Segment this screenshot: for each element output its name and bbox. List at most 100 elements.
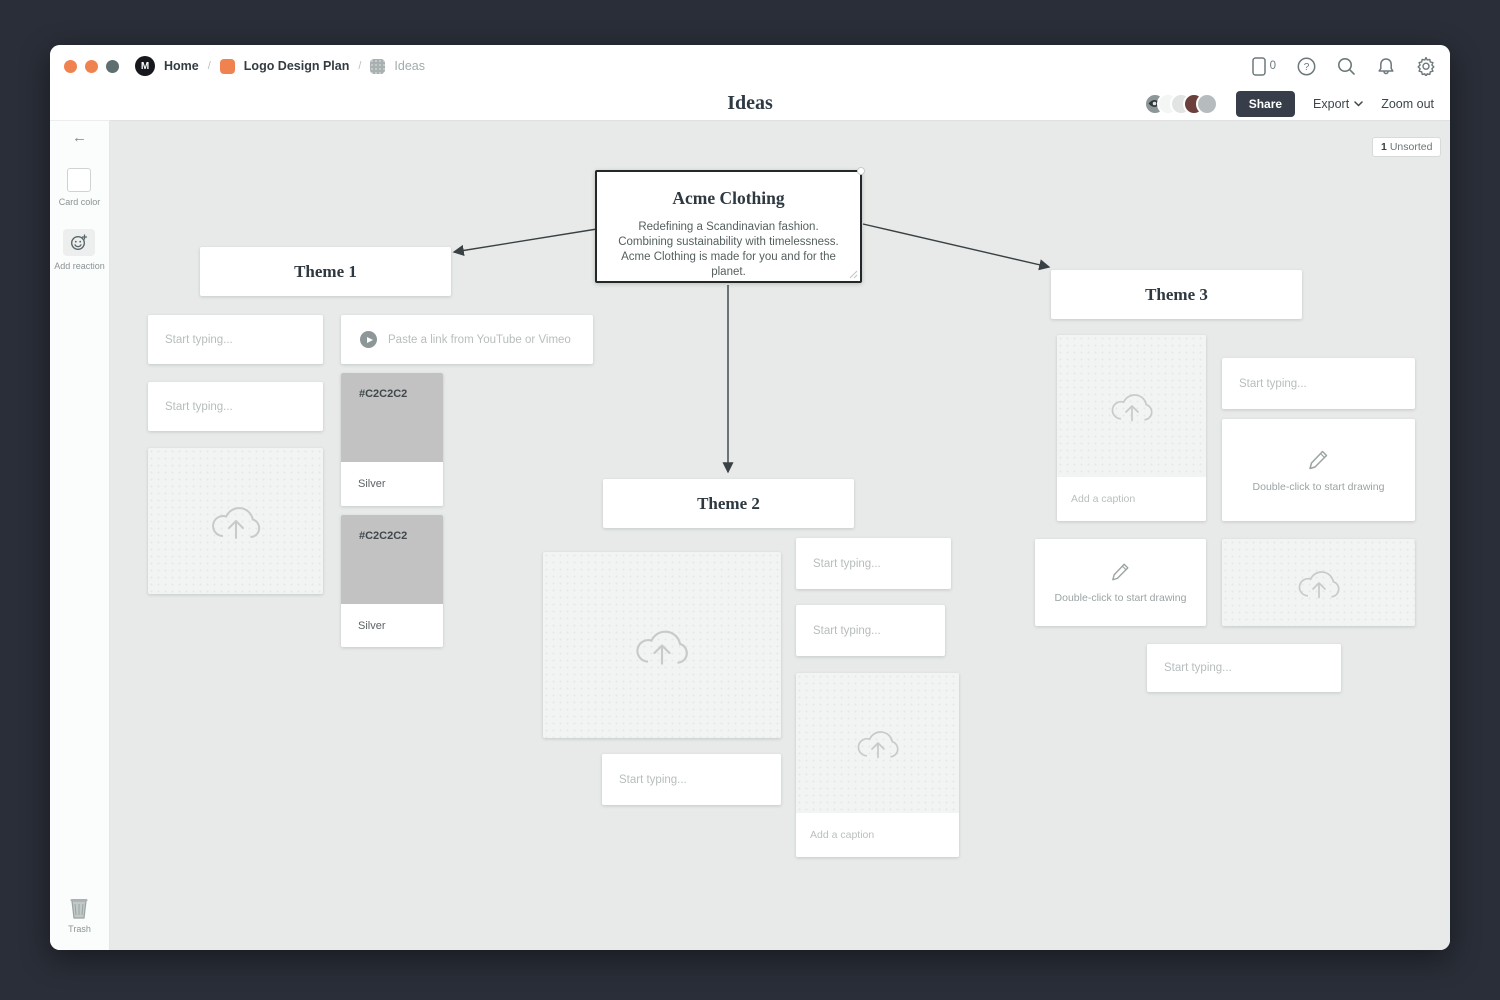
pencil-icon bbox=[1111, 563, 1128, 581]
cloud-upload-icon bbox=[1298, 570, 1340, 598]
connector-handle[interactable] bbox=[857, 167, 865, 175]
cloud-upload-icon bbox=[857, 731, 899, 759]
paste-link-placeholder: Paste a link from YouTube or Vimeo bbox=[388, 333, 571, 346]
image-upload-card[interactable] bbox=[148, 448, 323, 594]
draw-placeholder: Double-click to start drawing bbox=[1054, 592, 1187, 604]
notifications-button[interactable] bbox=[1377, 57, 1395, 76]
image-upload-card[interactable] bbox=[543, 552, 781, 738]
add-reaction-label: Add reaction bbox=[54, 261, 105, 271]
top-bar: M Home / Logo Design Plan / Ideas 0 ? bbox=[50, 45, 1450, 87]
text-card-empty[interactable]: Start typing... bbox=[1147, 644, 1341, 692]
note-title: Acme Clothing bbox=[672, 188, 785, 208]
back-button[interactable]: ← bbox=[72, 129, 87, 146]
unsorted-label: Unsorted bbox=[1389, 141, 1433, 153]
card-color-tool[interactable]: Card color bbox=[58, 168, 101, 207]
breadcrumb-current: Ideas bbox=[394, 59, 426, 73]
swatch-color-area: #C2C2C2 bbox=[341, 373, 443, 462]
milanote-logo-icon[interactable]: M bbox=[135, 56, 155, 76]
window-controls bbox=[64, 59, 119, 73]
text-card-empty[interactable]: Start typing... bbox=[796, 538, 951, 589]
add-reaction-tool[interactable]: Add reaction bbox=[54, 229, 105, 271]
upload-area[interactable] bbox=[796, 673, 959, 813]
board-toolbar: Ideas Share Export Zoom out bbox=[50, 87, 1450, 120]
note-card-acme-clothing[interactable]: Acme Clothing Redefining a Scandinavian … bbox=[595, 167, 865, 283]
note-card-theme-1[interactable]: Theme 1 bbox=[200, 247, 451, 296]
image-upload-card[interactable] bbox=[1222, 539, 1415, 626]
help-button[interactable]: ? bbox=[1297, 57, 1316, 76]
breadcrumb-home[interactable]: Home bbox=[164, 59, 199, 73]
card-color-swatch[interactable] bbox=[67, 168, 92, 192]
drawing-card[interactable]: Double-click to start drawing bbox=[1222, 419, 1415, 521]
add-reaction-button[interactable] bbox=[63, 229, 96, 256]
image-upload-card-with-caption[interactable]: Add a caption bbox=[1057, 335, 1206, 521]
help-icon: ? bbox=[1297, 57, 1316, 75]
gear-icon bbox=[1417, 56, 1435, 76]
caption-input[interactable]: Add a caption bbox=[1057, 477, 1206, 521]
chevron-down-icon bbox=[1354, 100, 1363, 107]
share-button[interactable]: Share bbox=[1235, 90, 1296, 117]
text-card-empty[interactable]: Start typing... bbox=[1222, 358, 1415, 409]
theme-title: Theme 3 bbox=[1145, 284, 1208, 304]
page-title: Ideas bbox=[727, 92, 773, 114]
window-control-maximize[interactable] bbox=[106, 59, 119, 73]
window-control-minimize[interactable] bbox=[85, 59, 98, 73]
avatar[interactable] bbox=[1195, 92, 1218, 115]
text-card-empty[interactable]: Start typing... bbox=[796, 605, 945, 656]
theme-title: Theme 2 bbox=[697, 493, 760, 513]
note-card-theme-3[interactable]: Theme 3 bbox=[1051, 270, 1302, 319]
theme-title: Theme 1 bbox=[294, 261, 357, 281]
zoom-out-button[interactable]: Zoom out bbox=[1381, 97, 1434, 111]
breadcrumb: M Home / Logo Design Plan / Ideas bbox=[135, 56, 425, 76]
text-card-empty[interactable]: Start typing... bbox=[148, 315, 323, 364]
swatch-color-area: #C2C2C2 bbox=[341, 515, 443, 604]
swatch-name: Silver bbox=[341, 462, 443, 506]
svg-text:?: ? bbox=[1304, 62, 1310, 73]
add-caption-placeholder: Add a caption bbox=[810, 829, 875, 841]
start-typing-placeholder: Start typing... bbox=[619, 773, 687, 786]
text-card-empty[interactable]: Start typing... bbox=[148, 382, 323, 431]
start-typing-placeholder: Start typing... bbox=[165, 333, 233, 346]
draw-placeholder: Double-click to start drawing bbox=[1252, 480, 1385, 493]
card-color-label: Card color bbox=[58, 197, 101, 207]
trash-label: Trash bbox=[68, 924, 91, 934]
drawing-card[interactable]: Double-click to start drawing bbox=[1035, 539, 1206, 626]
zoom-out-label: Zoom out bbox=[1381, 96, 1434, 111]
upload-area[interactable] bbox=[1057, 335, 1206, 477]
start-typing-placeholder: Start typing... bbox=[165, 400, 233, 413]
breadcrumb-board[interactable]: Logo Design Plan bbox=[243, 59, 350, 73]
color-swatch-card[interactable]: #C2C2C2 Silver bbox=[341, 373, 443, 506]
start-typing-placeholder: Start typing... bbox=[813, 557, 881, 570]
mobile-app-button[interactable]: 0 bbox=[1251, 56, 1276, 76]
trash-tool[interactable]: Trash bbox=[68, 896, 91, 934]
caption-input[interactable]: Add a caption bbox=[796, 813, 959, 857]
settings-button[interactable] bbox=[1416, 56, 1436, 76]
add-caption-placeholder: Add a caption bbox=[1071, 493, 1136, 505]
note-card-theme-2[interactable]: Theme 2 bbox=[603, 479, 854, 528]
color-swatch-card[interactable]: #C2C2C2 Silver bbox=[341, 515, 443, 647]
play-icon bbox=[360, 331, 377, 348]
unsorted-count: 1 bbox=[1381, 141, 1387, 153]
breadcrumb-separator: / bbox=[358, 60, 362, 72]
resize-grip-icon[interactable] bbox=[849, 270, 858, 279]
window-control-close[interactable] bbox=[64, 59, 77, 73]
trash-icon bbox=[70, 899, 88, 919]
left-sidebar: ← Card color Add reaction Trash bbox=[50, 120, 110, 950]
collaborator-avatars bbox=[1143, 92, 1218, 115]
text-card-empty[interactable]: Start typing... bbox=[602, 754, 781, 805]
note-body: Redefining a Scandinavian fashion. Combi… bbox=[618, 221, 839, 278]
search-icon bbox=[1338, 57, 1355, 75]
video-link-card[interactable]: Paste a link from YouTube or Vimeo bbox=[341, 315, 593, 364]
phone-icon bbox=[1251, 56, 1266, 76]
export-label: Export bbox=[1313, 96, 1350, 111]
search-button[interactable] bbox=[1337, 57, 1356, 76]
export-button[interactable]: Export bbox=[1313, 97, 1363, 111]
cloud-upload-icon bbox=[211, 507, 260, 539]
smiley-plus-icon bbox=[71, 234, 88, 251]
cloud-upload-icon bbox=[636, 630, 688, 665]
device-count: 0 bbox=[1269, 60, 1276, 72]
swatch-name: Silver bbox=[341, 604, 443, 647]
board-icon bbox=[219, 58, 235, 74]
image-upload-card-with-caption[interactable]: Add a caption bbox=[796, 673, 959, 857]
